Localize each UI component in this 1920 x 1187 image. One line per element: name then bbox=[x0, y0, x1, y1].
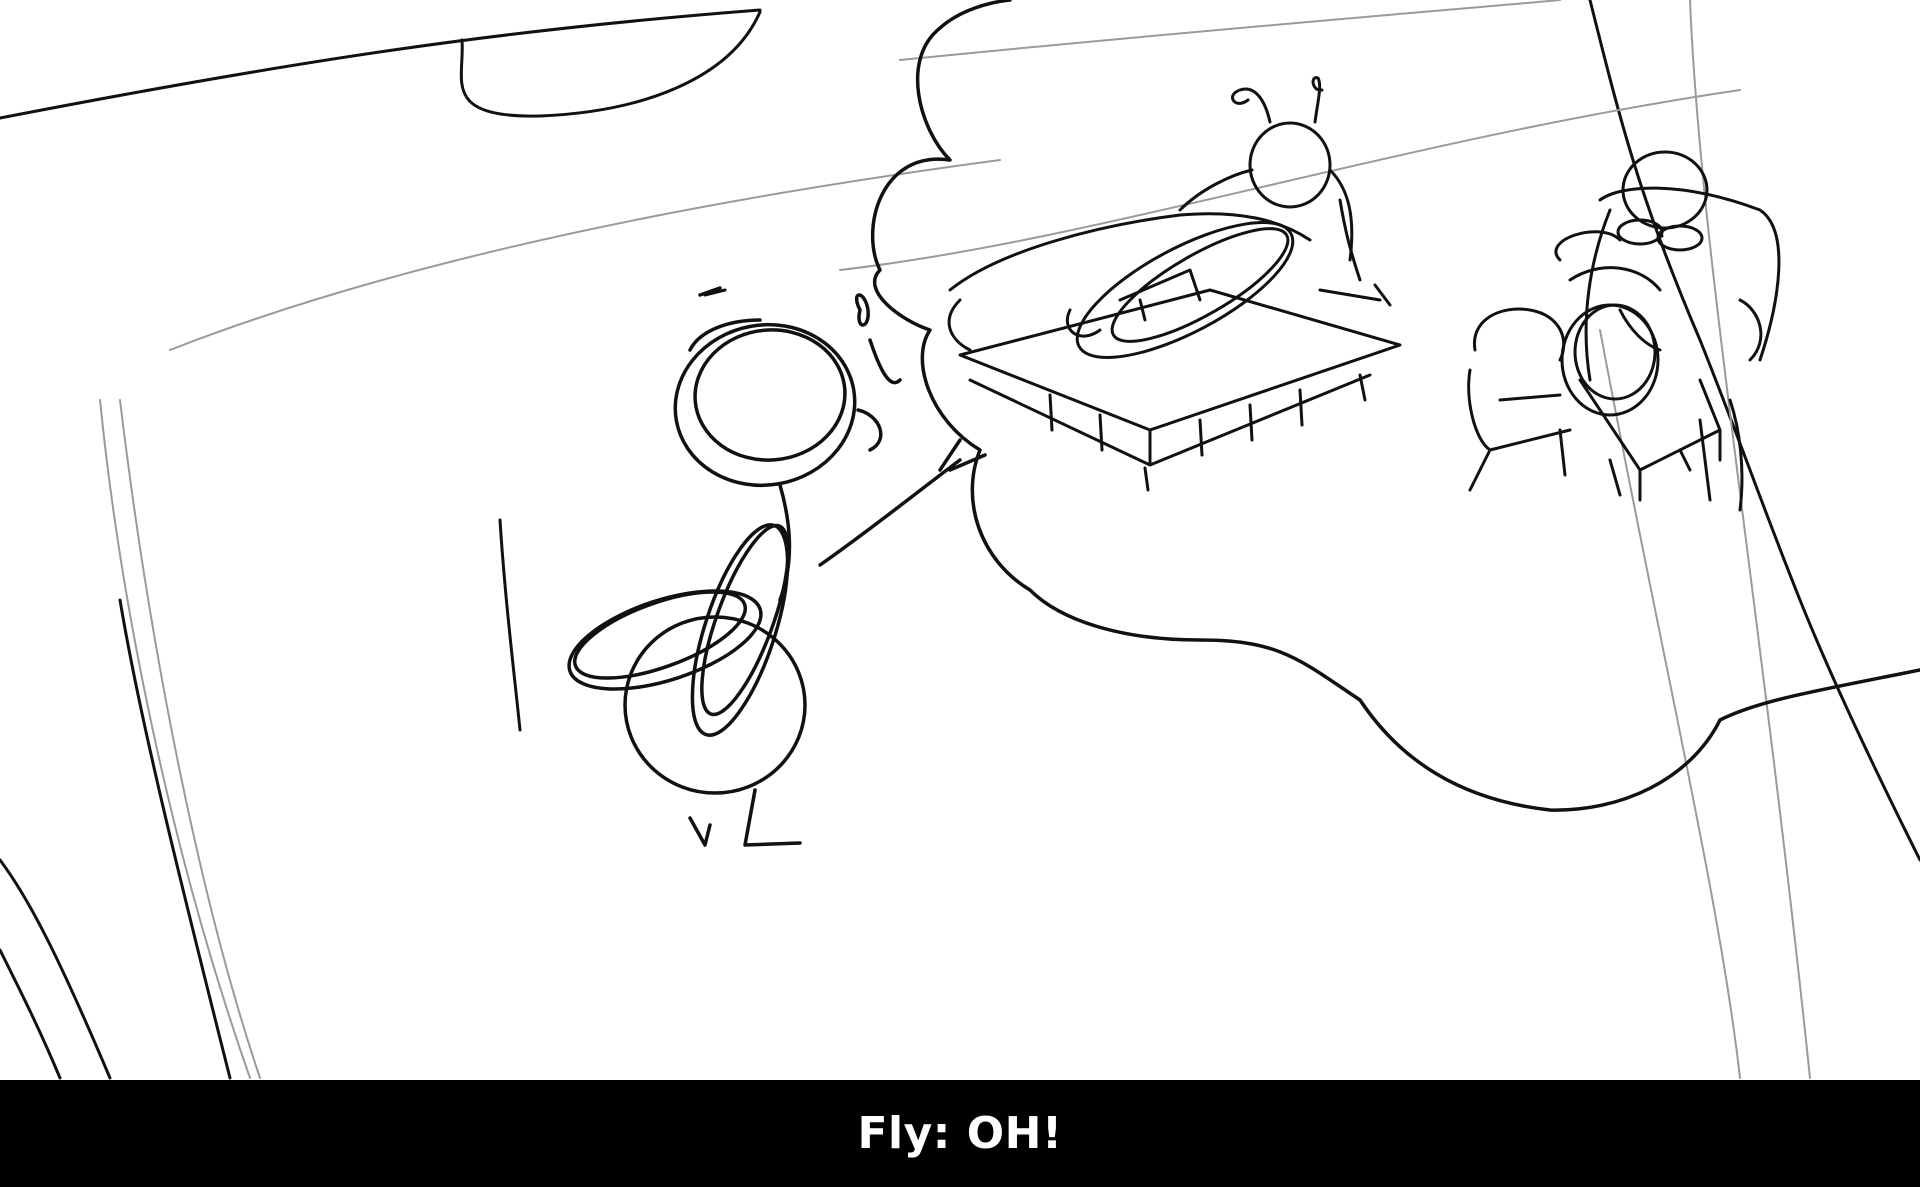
couch-with-reclining-figure bbox=[947, 76, 1402, 492]
thought-bubble bbox=[870, 0, 1920, 812]
room-light-lines bbox=[99, 0, 1811, 1079]
sketch-marks bbox=[703, 288, 1147, 322]
sketch-drawing bbox=[0, 0, 1920, 1080]
side-chair bbox=[1467, 307, 1572, 492]
subtitle-text: Fly: OH! bbox=[857, 1108, 1063, 1159]
room-walls bbox=[0, 0, 1920, 1080]
fly-character bbox=[567, 286, 987, 847]
subtitle-bar: Fly: OH! bbox=[0, 1080, 1920, 1187]
wall-edge bbox=[118, 518, 522, 1080]
armchair-with-seated-figure bbox=[1554, 150, 1781, 512]
